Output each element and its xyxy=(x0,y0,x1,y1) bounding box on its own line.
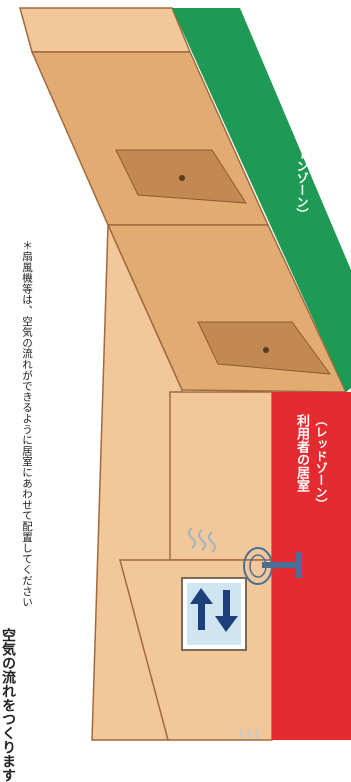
floor-drain-icon xyxy=(263,347,269,353)
air-wave-icon xyxy=(188,527,216,553)
corridor-zone-label: 廊下（グリーンゾーン） xyxy=(295,88,309,220)
top-room-wall xyxy=(19,7,192,53)
ventilation-diagram: 空気の流れをつくります ＊扇風機等は、空気の流れができるように居室にあわせて配置… xyxy=(0,7,351,782)
fan-icon xyxy=(243,547,302,585)
floor-plan-illustration xyxy=(19,7,351,741)
floor-drain-icon xyxy=(179,175,185,181)
up-down-arrows-icon xyxy=(190,588,238,632)
resident-room-zone-label: 利用者の居室 xyxy=(294,414,309,492)
diagram-caption-title: 空気の流れをつくります xyxy=(0,628,16,782)
red-room-wall xyxy=(169,391,273,561)
air-wave-icon xyxy=(239,729,259,739)
window-icon xyxy=(181,577,247,651)
green-corridor-band xyxy=(172,8,351,392)
red-zone-subtitle: （レッドゾーン） xyxy=(314,414,328,510)
red-zone-band xyxy=(272,392,351,740)
diagram-caption-note: ＊扇風機等は、空気の流れができるように居室にあわせて配置してください xyxy=(21,240,33,608)
